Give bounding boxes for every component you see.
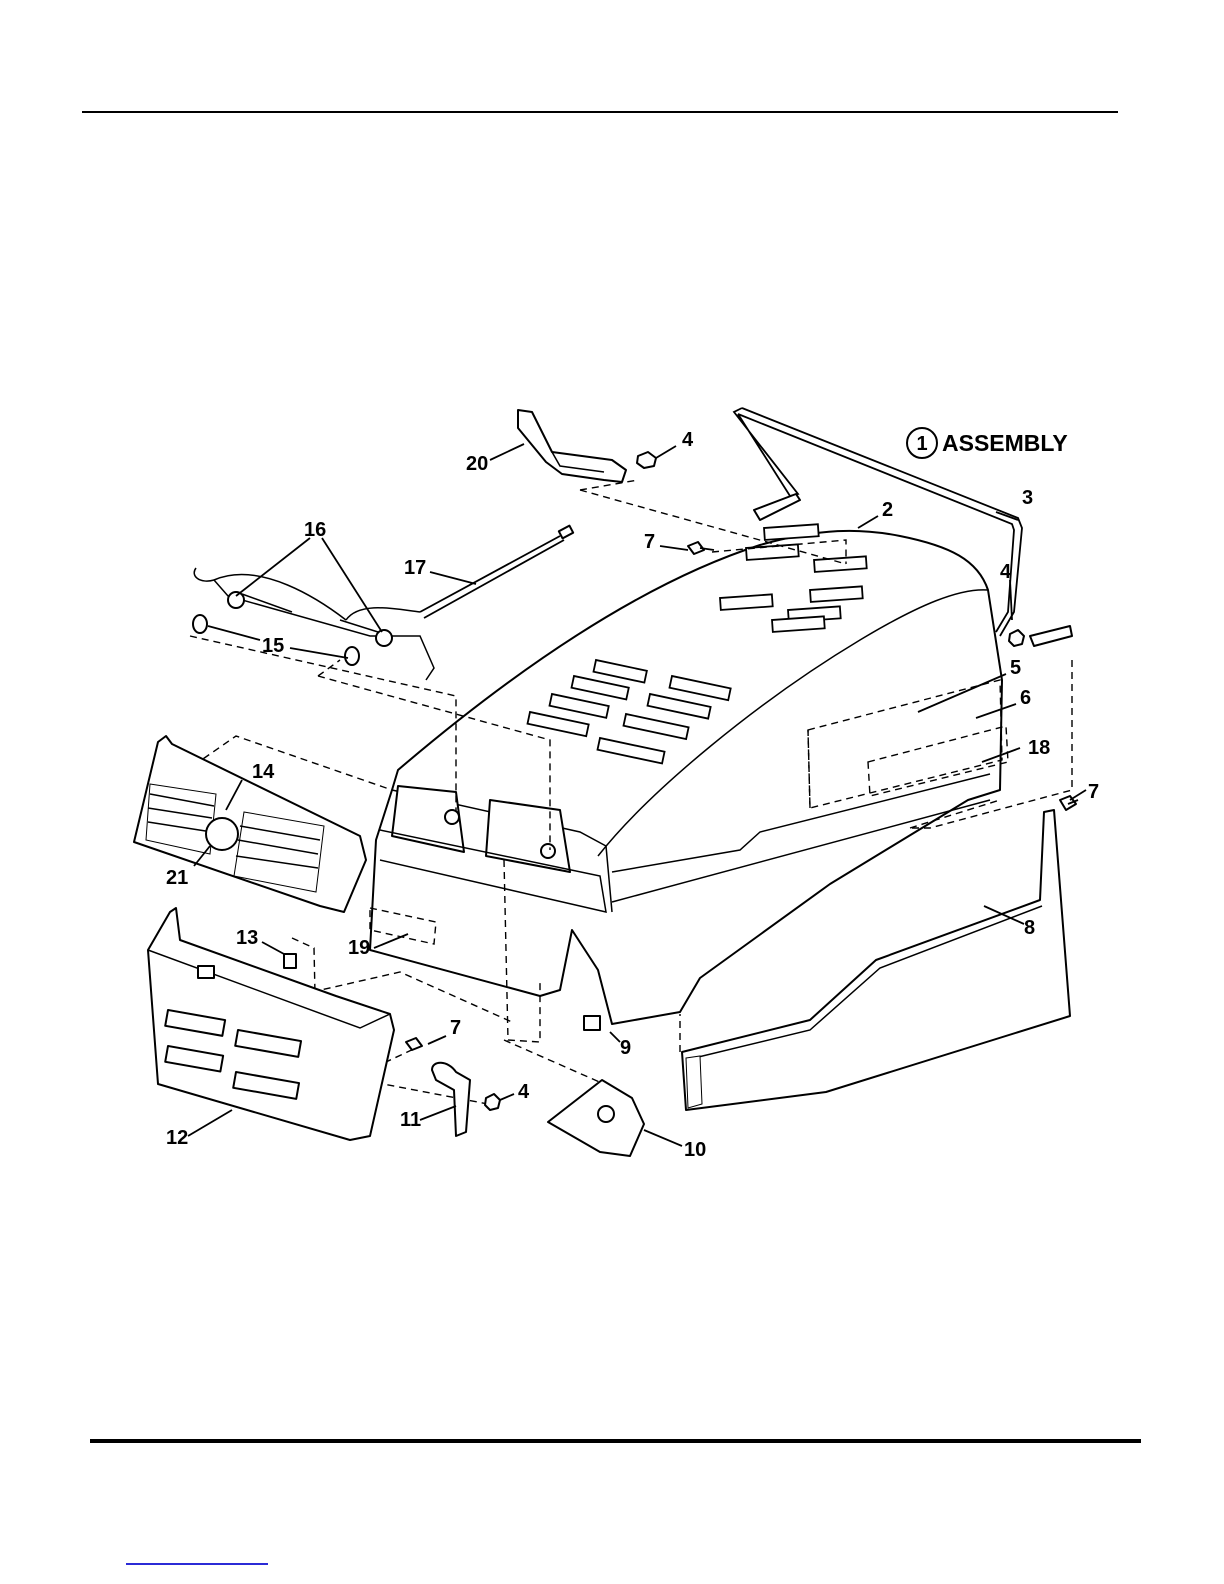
callout-15: 15 [262, 635, 284, 657]
callout-4-lower: 4 [518, 1081, 530, 1103]
assembly-number: 1 [916, 433, 927, 455]
callout-20: 18 [1028, 737, 1050, 759]
callout-5: 5 [1010, 657, 1021, 679]
part-17-cable [420, 526, 573, 618]
part-13-clip [284, 954, 296, 968]
callout-11: 11 [400, 1109, 421, 1131]
callout-12: 12 [166, 1127, 188, 1149]
callout-17: 17 [404, 557, 426, 579]
callout-21: 21 [166, 867, 188, 889]
part-18-bracket [518, 410, 626, 482]
part-9-clip [584, 1016, 600, 1030]
assembly-title-text: ASSEMBLY [942, 430, 1068, 456]
callout-19: 19 [348, 937, 370, 959]
callout-6: 6 [1020, 687, 1031, 709]
part-7-bolt-top [688, 542, 714, 554]
callout-13: 13 [236, 927, 258, 949]
part-11-bracket [432, 1063, 470, 1136]
callout-7-top: 7 [644, 531, 655, 553]
callout-14: 14 [252, 761, 275, 783]
part-4-nut-lower [485, 1094, 500, 1110]
bottom-rule [90, 1439, 1141, 1443]
callout-4-right: 4 [1000, 561, 1012, 583]
callout-9: 9 [620, 1037, 631, 1059]
part-10-cover [548, 1080, 644, 1156]
footer-link-underline[interactable] [126, 1563, 268, 1565]
callout-3: 3 [1022, 487, 1033, 509]
callout-2: 2 [882, 499, 893, 521]
part-4-nut-top [637, 452, 656, 468]
callout-18: 20 [466, 453, 488, 475]
part-4-nut-right [1009, 630, 1024, 646]
callout-10: 10 [684, 1139, 706, 1161]
callout-16: 16 [304, 519, 326, 541]
assembly-title: 1 ASSEMBLY [907, 428, 1068, 458]
callout-8: 8 [1024, 917, 1035, 939]
callout-7-right: 7 [1088, 781, 1099, 803]
part-7-bolt-right [1060, 796, 1078, 810]
callout-7-lower: 7 [450, 1017, 461, 1039]
part-7-bolt-lower [406, 1038, 422, 1050]
callout-4-top: 4 [682, 429, 694, 451]
part-16-light-sockets [194, 568, 434, 680]
